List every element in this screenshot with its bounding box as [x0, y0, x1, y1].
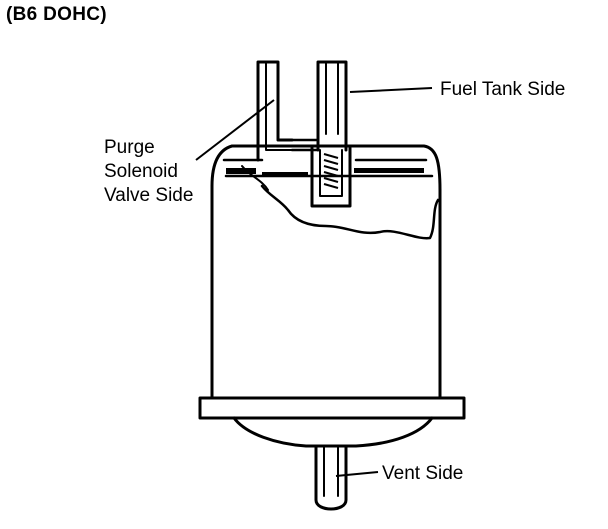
purge-tube-inner	[265, 61, 303, 151]
valve-cup	[310, 146, 352, 208]
vent-side-label: Vent Side	[382, 463, 464, 484]
fuel-tank-tube	[316, 60, 348, 152]
purge-label-line-2: Solenoid	[104, 161, 178, 182]
canister-top-cap	[210, 144, 442, 192]
vent-nozzle-inner	[323, 445, 339, 497]
leader-fuel-tank	[349, 87, 433, 93]
purge-label-line-1: Purge	[104, 137, 155, 158]
filter-band	[226, 168, 424, 177]
purge-label-line-3: Valve Side	[104, 185, 194, 206]
purge-solenoid-valve-side-label: Purge Solenoid Valve Side	[104, 136, 193, 208]
canister-inner-top	[222, 158, 434, 178]
diagram-title: (B6 DOHC)	[6, 4, 107, 25]
bottom-flange	[198, 396, 466, 420]
cutaway-edge	[260, 184, 440, 240]
vent-nozzle	[314, 444, 348, 511]
connecting-channel	[276, 138, 320, 152]
fuel-tank-side-label: Fuel Tank Side	[440, 79, 566, 100]
fuel-tank-tube-inner	[325, 61, 339, 135]
leader-purge	[195, 99, 275, 161]
leader-lines	[195, 87, 433, 477]
bottom-dome	[232, 416, 434, 448]
valve-cup-inner	[319, 149, 343, 197]
leader-vent	[335, 471, 379, 477]
canister-body	[210, 184, 442, 400]
valve-spring	[323, 153, 339, 189]
